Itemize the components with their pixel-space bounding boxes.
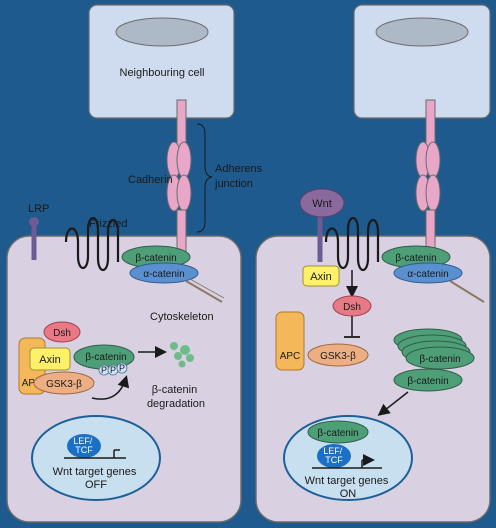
right-membrane-alpha-catenin-label: α-catenin [407,269,448,280]
left-panel: Neighbouring cell Cadherin Adherens junc… [6,4,265,523]
right-dsh-label: Dsh [343,302,361,313]
accumulated-beta-catenin: β-catenin β-catenin [393,328,475,392]
right-cytoskeleton-filament [449,280,485,303]
right-gsk3b-protein [307,343,369,367]
cadherin-label: Cadherin [128,174,173,186]
degradation-label: β-catenin degradation [147,384,205,410]
axin-protein [29,347,71,371]
right-apc-label: APC [280,351,301,362]
wnt-ligand [299,188,345,218]
right-axin-protein [302,265,340,287]
frizzled-receptor [64,216,120,272]
adherens-junction-label: Adherens junction [214,163,265,190]
lrp-receptor [29,217,39,260]
right-cadherin [415,99,441,256]
gsk3b-protein [33,371,95,395]
left-wnt-target-label: Wnt target genes OFF [53,466,140,491]
axin-label: Axin [39,354,60,366]
adherens-junction-brace [196,123,213,233]
cytoskeleton-label: Cytoskeleton [150,311,214,323]
svg-text:β-catenin: β-catenin [407,376,448,387]
right-neighbouring-nucleus [375,17,469,47]
phosphorylation-arrow [91,375,130,400]
svg-text:β-catenin: β-catenin [419,354,460,365]
neighbouring-cell-nucleus [115,17,209,47]
translocation-arrow [377,391,409,416]
left-lef-tcf-label: LEF/ TCF [73,436,95,455]
gsk3b-label: GSK3-β [46,379,82,390]
frizzled-label: Frizzled [89,218,128,230]
left-dna-off [64,449,126,459]
svg-text:P: P [101,365,107,375]
membrane-beta-catenin-label: β-catenin [135,253,176,264]
wnt-label: Wnt [312,198,332,210]
neighbouring-cell-label: Neighbouring cell [120,67,205,79]
right-gsk3b-label: GSK3-β [320,351,356,362]
phosphate-groups: P P P [98,362,128,376]
right-apc-protein [275,311,305,371]
right-axin-label: Axin [310,271,331,283]
right-frizzled-receptor [324,216,380,272]
cytoskeleton-filament [185,280,223,303]
right-dna-on [312,454,382,469]
right-lef-tcf [317,444,351,468]
membrane-alpha-catenin-label: α-catenin [143,269,184,280]
svg-text:P: P [119,363,125,373]
apc-label: APC [22,378,43,389]
nuclear-beta-catenin [307,420,369,444]
right-membrane-alpha-catenin [393,262,463,284]
cytoskeleton-filament-2 [189,278,225,299]
dsh-inhibition [344,316,360,338]
dsh-label: Dsh [53,328,71,339]
right-wnt-target-label: Wnt target genes ON [305,475,392,500]
right-membrane-beta-catenin-label: β-catenin [395,253,436,264]
membrane-alpha-catenin [129,262,199,284]
svg-text:P: P [110,365,116,375]
nuclear-beta-catenin-label: β-catenin [317,428,358,439]
degradation-fragments [170,342,194,368]
right-lef-tcf-label: LEF/ TCF [323,446,345,465]
left-lef-tcf [67,434,101,458]
dsh-protein [43,321,81,343]
complex-beta-catenin-label: β-catenin [85,352,126,363]
right-panel: Wnt Axin β-catenin α-catenin Dsh APC GSK… [255,4,491,523]
lrp-label: LRP [28,203,49,215]
cadherin [166,99,192,256]
